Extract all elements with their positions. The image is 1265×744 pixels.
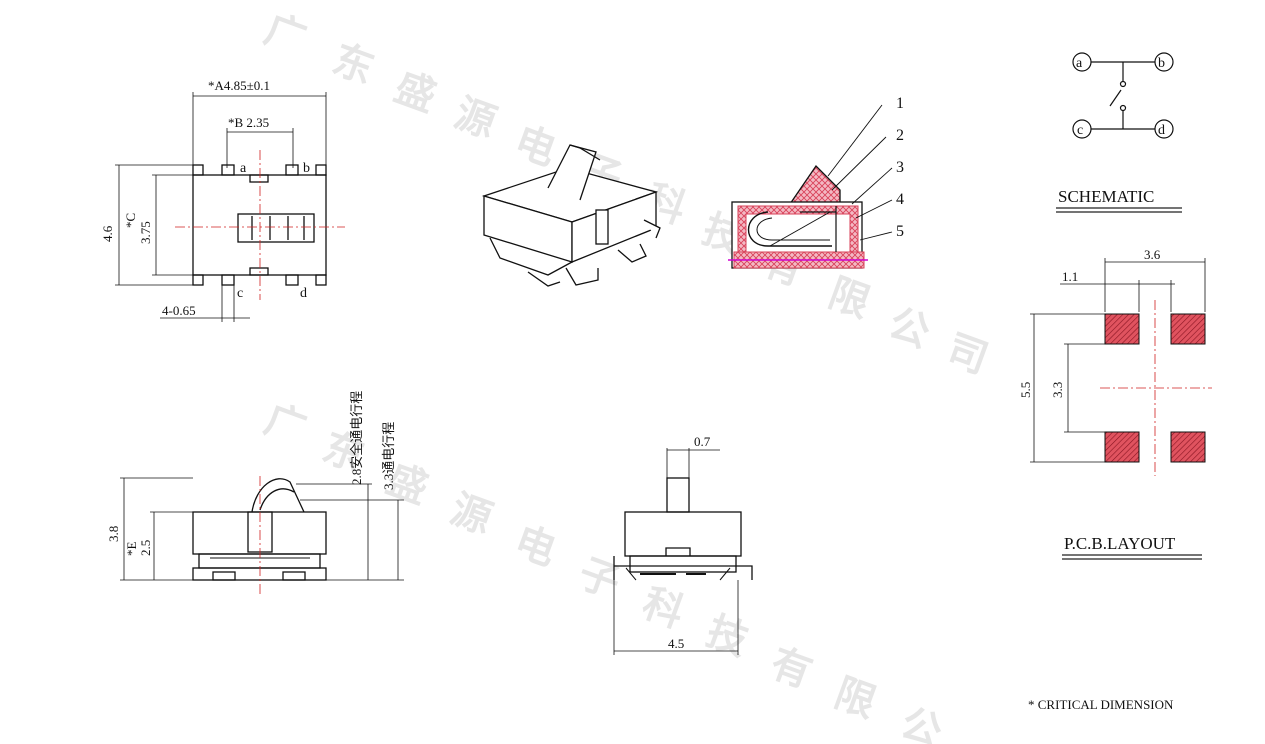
dim-a-label: *A4.85±0.1 — [208, 78, 270, 93]
watermark-char: 电 — [509, 518, 562, 575]
pcb-dim-36: 3.6 — [1144, 247, 1161, 262]
pcb-layout: 3.6 1.1 5.5 3.3 P.C.B.LAYOUT — [1018, 247, 1212, 560]
isometric-view — [481, 144, 661, 287]
schematic-labels: a b c d SCHEMATIC — [1056, 56, 1182, 213]
watermark-char: 公 — [895, 700, 948, 744]
pcb-dim-33: 3.3 — [1050, 382, 1065, 398]
schematic — [1072, 52, 1174, 139]
front-view — [613, 448, 753, 655]
callout-2: 2 — [896, 127, 904, 144]
watermark-char: 限 — [823, 270, 876, 327]
dim-height-label: 4.6 — [100, 225, 115, 242]
callouts: 1 2 3 4 5 — [896, 95, 904, 240]
watermark: 广 东 盛 源 电 子 科 技 有 限 公 司 广 东 盛 源 电 子 科 技 … — [259, 6, 994, 744]
pcb-dim-55: 5.5 — [1018, 382, 1033, 398]
pcb-title: P.C.B.LAYOUT — [1064, 534, 1176, 553]
watermark-char: 东 — [327, 36, 380, 93]
watermark-char: 公 — [883, 300, 936, 357]
travel-full-label: 2.8安全通电行程 — [349, 391, 364, 485]
critical-dimension-note: * CRITICAL DIMENSION — [1028, 697, 1174, 712]
dim-pad-label: 4-0.65 — [162, 303, 196, 318]
top-view — [115, 92, 327, 322]
watermark-char: 广 — [259, 396, 312, 453]
front-dim-width-label: 4.5 — [668, 636, 684, 651]
watermark-char: 司 — [941, 326, 994, 383]
dim-e-label: *E — [124, 542, 139, 557]
callout-3: 3 — [896, 159, 904, 176]
pin-c-label: c — [237, 286, 243, 301]
dim-e-value: 2.5 — [138, 540, 153, 556]
schematic-b: b — [1158, 56, 1165, 71]
travel-on-label: 3.3通电行程 — [381, 422, 396, 490]
watermark-char: 子 — [573, 550, 626, 607]
front-dim-top-label: 0.7 — [694, 434, 711, 449]
side-view-labels: 2.8安全通电行程 3.3通电行程 3.8 *E 2.5 — [106, 391, 396, 556]
schematic-c: c — [1077, 123, 1083, 138]
top-view-centerlines — [175, 150, 345, 300]
watermark-char: 源 — [449, 90, 502, 147]
schematic-a: a — [1076, 56, 1083, 71]
watermark-char: 源 — [445, 486, 498, 543]
watermark-char: 盛 — [389, 64, 442, 121]
section-view — [728, 104, 893, 269]
watermark-char: 电 — [509, 118, 562, 175]
top-view-labels: *A4.85±0.1 *B 2.35 a b c d 4.6 *C 3.75 4… — [100, 78, 310, 318]
watermark-char: 技 — [701, 608, 754, 665]
pcb-dim-11: 1.1 — [1062, 269, 1078, 284]
dim-c-value: 3.75 — [138, 221, 153, 244]
watermark-char: 有 — [765, 640, 818, 697]
pin-b-label: b — [303, 161, 310, 176]
watermark-char: 广 — [259, 6, 312, 63]
side-height-label: 3.8 — [106, 526, 121, 542]
dim-b-label: *B 2.35 — [228, 115, 269, 130]
watermark-char: 科 — [637, 580, 690, 637]
pin-d-label: d — [300, 286, 307, 301]
front-view-labels: 0.7 4.5 — [668, 434, 711, 651]
callout-4: 4 — [896, 191, 904, 208]
schematic-title: SCHEMATIC — [1058, 187, 1154, 206]
callout-5: 5 — [896, 223, 904, 240]
callout-1: 1 — [896, 95, 904, 112]
side-view — [120, 477, 404, 581]
schematic-d: d — [1158, 123, 1165, 138]
watermark-char: 限 — [829, 670, 882, 727]
dim-c-label: *C — [123, 213, 138, 228]
pin-a-label: a — [240, 161, 247, 176]
